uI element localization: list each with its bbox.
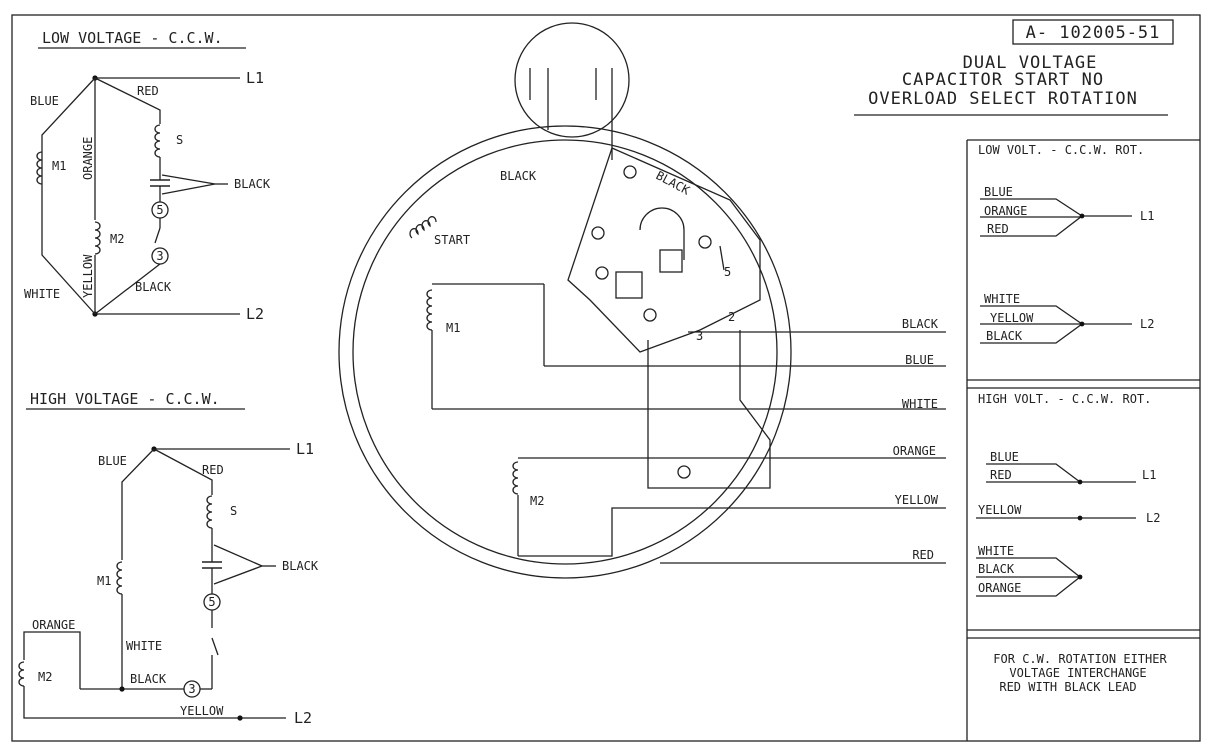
hv-l2-label: L2 (294, 709, 312, 727)
motor-black-switch-label: BLACK (654, 168, 693, 198)
capacitor-icon (514, 22, 630, 138)
lv-m1-label: M1 (52, 159, 66, 173)
drawing-number: A- 102005-51 (1026, 23, 1161, 43)
hv-white-label: WHITE (126, 639, 162, 653)
lv-yellow-label: YELLOW (81, 254, 95, 298)
table-high-tied-wire-2: BLACK (978, 562, 1015, 576)
lv-red-label: RED (137, 84, 159, 98)
lv-orange-label: ORANGE (81, 137, 95, 180)
motor-start-label: START (434, 233, 470, 247)
hv-black-cap-label: BLACK (282, 559, 319, 573)
motor-terminal-5: 5 (724, 265, 731, 279)
lv-m1-coil-icon (36, 151, 43, 185)
motor-lead-red: RED (912, 548, 934, 562)
hv-blue-label: BLUE (98, 454, 127, 468)
lv-terminal-5: 5 (156, 203, 163, 217)
hv-m1-label: M1 (97, 574, 111, 588)
lv-white-label: WHITE (24, 287, 60, 301)
hv-yellow-label: YELLOW (180, 704, 224, 718)
high-voltage-title: HIGH VOLTAGE - C.C.W. (30, 390, 220, 408)
hv-s-label: S (230, 504, 237, 518)
table-high-tied-wire-1: WHITE (978, 544, 1014, 558)
motor-lead-yellow: YELLOW (895, 493, 939, 507)
hv-terminal-3: 3 (188, 682, 195, 696)
drawing-frame (11, 14, 1201, 742)
table-high-tied-wire-3: ORANGE (978, 581, 1021, 595)
hv-m2-label: M2 (38, 670, 52, 684)
hv-orange-label: ORANGE (32, 618, 75, 632)
table-low-l1-wire-3: RED (987, 222, 1009, 236)
hv-s-coil-icon (206, 495, 213, 529)
title-block: A- 102005-51 DUAL VOLTAGE CAPACITOR STAR… (854, 19, 1174, 116)
motor-terminal-2: 2 (728, 310, 735, 324)
motor-lead-white: WHITE (902, 397, 938, 411)
table-high-voltage: HIGH VOLT. - C.C.W. ROT. BLUE RED L1 YEL… (976, 392, 1160, 597)
start-coil-icon (409, 216, 437, 239)
table-low-voltage: LOW VOLT. - C.C.W. ROT. BLUE ORANGE RED … (978, 143, 1154, 344)
motor-m1-label: M1 (446, 321, 460, 335)
table-low-l1-wire-2: ORANGE (984, 204, 1027, 218)
lv-black-cap-label: BLACK (234, 177, 271, 191)
lv-terminal-3: 3 (156, 249, 163, 263)
title-line-3: OVERLOAD SELECT ROTATION (868, 89, 1138, 109)
hv-m1-coil-icon (116, 561, 123, 595)
lv-l1-label: L1 (246, 69, 264, 87)
table-high-l1-wire-1: BLUE (990, 450, 1019, 464)
table-high-l1-wire-2: RED (990, 468, 1012, 482)
motor-pictorial: BLACK START BLACK 5 3 2 M1 M2 (338, 22, 946, 579)
table-low-l2-wire-1: WHITE (984, 292, 1020, 306)
hv-black-bottom-label: BLACK (130, 672, 167, 686)
table-high-l1: L1 (1142, 468, 1156, 482)
lv-black-bottom-label: BLACK (135, 280, 172, 294)
lv-s-coil-icon (154, 124, 161, 158)
hv-terminal-5: 5 (208, 595, 215, 609)
table-high-yellow: YELLOW (978, 503, 1022, 517)
centrifugal-switch-icon (567, 147, 761, 353)
hv-red-label: RED (202, 463, 224, 477)
table-low-l2-wire-2: YELLOW (990, 311, 1034, 325)
lv-m2-label: M2 (110, 232, 124, 246)
motor-lead-blue: BLUE (905, 353, 934, 367)
lv-s-label: S (176, 133, 183, 147)
title-line-2: CAPACITOR START NO (902, 70, 1104, 90)
table-high-l2: L2 (1146, 511, 1160, 525)
low-voltage-title: LOW VOLTAGE - C.C.W. (42, 29, 223, 47)
note-line-1: FOR C.W. ROTATION EITHER (993, 652, 1167, 666)
lv-l2-label: L2 (246, 305, 264, 323)
high-voltage-schematic: HIGH VOLTAGE - C.C.W. L1 BLUE M1 WHITE R… (18, 390, 319, 727)
table-low-l2-wire-3: BLACK (986, 329, 1023, 343)
hv-l1-label: L1 (296, 440, 314, 458)
lv-blue-label: BLUE (30, 94, 59, 108)
table-low-l1: L1 (1140, 209, 1154, 223)
table-low-l1-wire-1: BLUE (984, 185, 1013, 199)
table-low-title: LOW VOLT. - C.C.W. ROT. (978, 143, 1144, 157)
note-line-2: VOLTAGE INTERCHANGE (1009, 666, 1146, 680)
motor-lead-orange: ORANGE (893, 444, 936, 458)
note-line-3: RED WITH BLACK LEAD (999, 680, 1136, 694)
motor-lead-black: BLACK (902, 317, 939, 331)
hv-m2-coil-icon (18, 661, 25, 687)
low-voltage-schematic: LOW VOLTAGE - C.C.W. L1 L2 BLUE WHITE M1… (24, 29, 271, 323)
table-low-l2: L2 (1140, 317, 1154, 331)
title-line-1: DUAL VOLTAGE (963, 53, 1098, 73)
rotation-note: FOR C.W. ROTATION EITHER VOLTAGE INTERCH… (993, 652, 1167, 694)
motor-m2-label: M2 (530, 494, 544, 508)
motor-m1-coil-icon (426, 289, 433, 331)
lv-m2-coil-icon (94, 221, 101, 255)
motor-m2-coil-icon (512, 461, 519, 495)
table-high-title: HIGH VOLT. - C.C.W. ROT. (978, 392, 1151, 406)
motor-black-top-label: BLACK (500, 169, 537, 183)
motor-terminal-3: 3 (696, 329, 703, 343)
